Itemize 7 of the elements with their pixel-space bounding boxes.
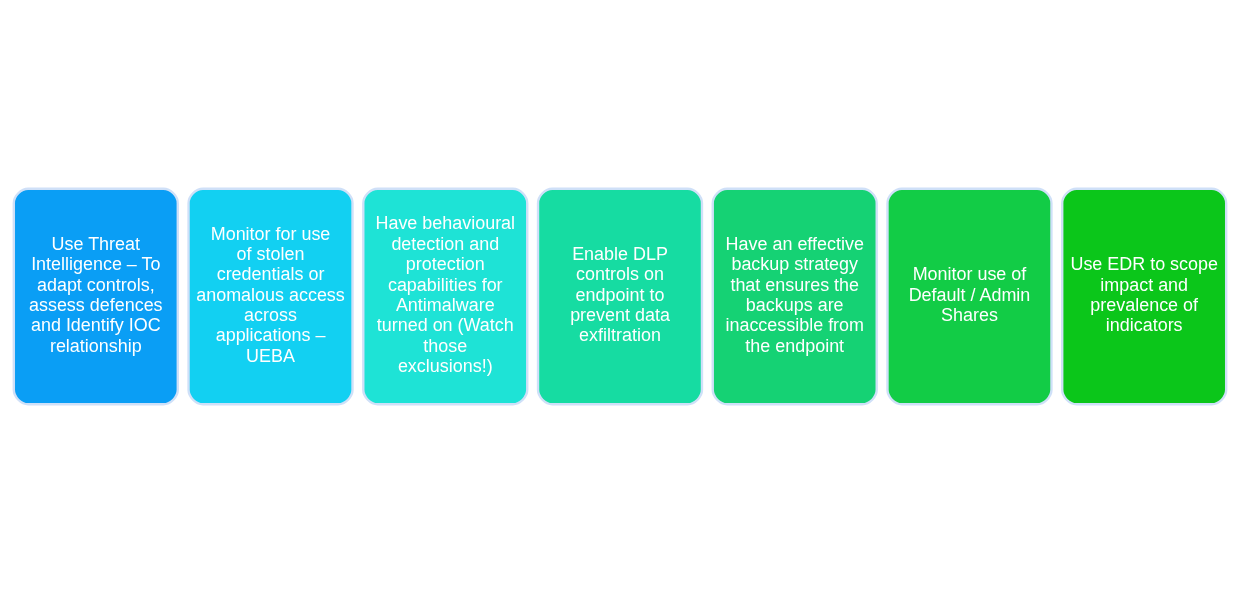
node-box: Monitor use of Default / Admin Shares	[886, 187, 1053, 406]
node-box: Have behavioural detection and protection capabilities for Antimalware turned on (Watch those exclusions!)	[362, 187, 529, 406]
node-box: Enable DLP controls on endpoint to prevent data exfiltration	[536, 187, 704, 406]
node-box: Use EDR to scope impact and prevalence of indicators	[1061, 187, 1228, 406]
node-box: Use Threat Intelligence – To adapt controls, assess defences and Identify IOC relationship	[12, 187, 179, 406]
node-box: Have an effective backup strategy that ensures the backups are inaccessible from the endpoint	[711, 187, 878, 406]
node-box: Monitor for use of stolen credentials or anomalous access across applications – UEBA	[187, 187, 354, 406]
